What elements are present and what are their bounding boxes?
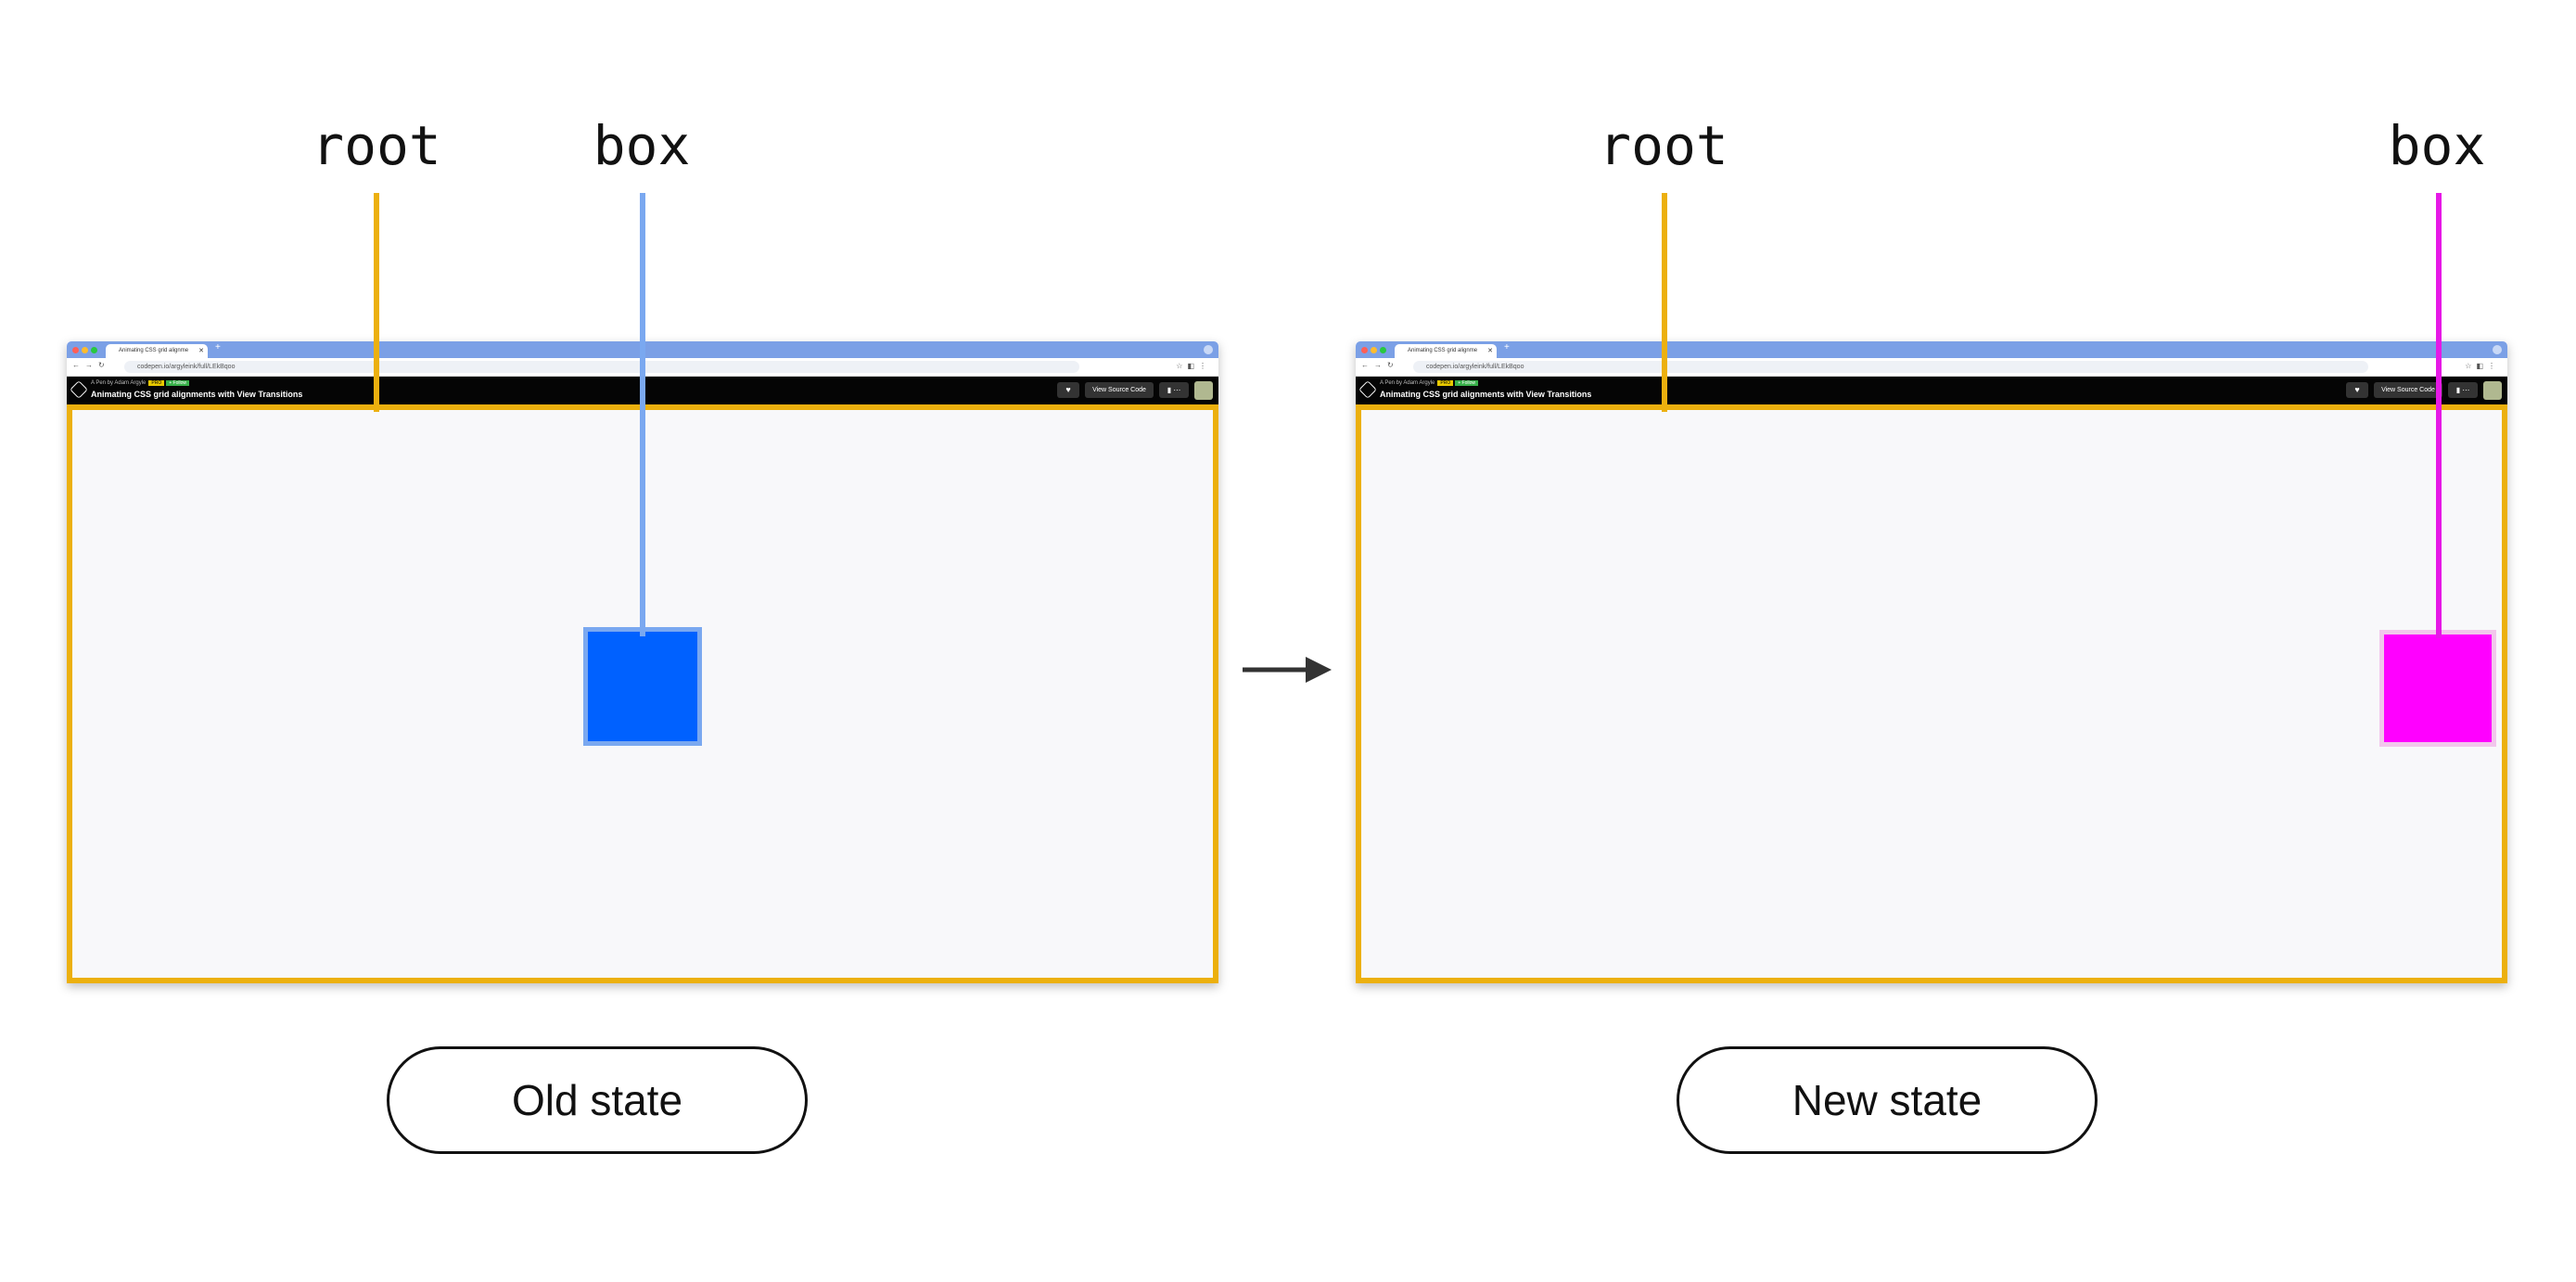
close-dot-icon[interactable]: [72, 347, 79, 353]
old-box-leader-line: [640, 193, 645, 636]
tab-title: Animating CSS grid alignme: [1408, 348, 1478, 353]
avatar[interactable]: [2483, 381, 2502, 400]
old-browser-window: Animating CSS grid alignme ✕ + ←→↻ codep…: [67, 341, 1218, 983]
old-state-label: Old state: [387, 1046, 808, 1154]
new-box-leader-line: [2436, 193, 2442, 638]
maximize-dot-icon[interactable]: [91, 347, 97, 353]
view-source-button[interactable]: View Source Code: [2374, 382, 2442, 398]
maximize-dot-icon[interactable]: [1380, 347, 1386, 353]
tab-strip: Animating CSS grid alignme ✕ +: [1356, 341, 2507, 358]
url-text: codepen.io/argyleink/full/LEkBqoo: [1426, 364, 1524, 370]
pen-title: Animating CSS grid alignments with View …: [1380, 390, 1592, 399]
window-menu-icon[interactable]: [2493, 345, 2502, 354]
nav-buttons-icon[interactable]: ←→↻: [1361, 361, 1399, 369]
heart-icon[interactable]: ♥: [1057, 382, 1079, 398]
new-box-callout: box: [2388, 114, 2486, 177]
pro-badge: PRO: [148, 380, 165, 386]
old-box-square: [583, 627, 702, 746]
new-tab-icon[interactable]: +: [1504, 342, 1510, 353]
follow-button[interactable]: + Follow: [1455, 380, 1478, 386]
new-root-frame: [1356, 404, 2507, 983]
window-menu-icon[interactable]: [1204, 345, 1213, 354]
codepen-logo-icon[interactable]: [70, 380, 88, 399]
tab-title: Animating CSS grid alignme: [119, 348, 189, 353]
browser-tab[interactable]: Animating CSS grid alignme ✕: [106, 344, 208, 358]
new-tab-icon[interactable]: +: [215, 342, 221, 353]
minimize-dot-icon[interactable]: [1371, 347, 1377, 353]
more-menu-icon[interactable]: ▮ ⋯: [2448, 382, 2478, 398]
new-browser-window: Animating CSS grid alignme ✕ + ←→↻ codep…: [1356, 341, 2507, 983]
tab-close-icon[interactable]: ✕: [1487, 348, 1493, 354]
minimize-dot-icon[interactable]: [82, 347, 88, 353]
old-box-callout: box: [593, 114, 691, 177]
address-bar[interactable]: codepen.io/argyleink/full/LEkBqoo: [1413, 361, 2368, 373]
view-source-button[interactable]: View Source Code: [1085, 382, 1154, 398]
browser-toolbar: ←→↻ codepen.io/argyleink/full/LEkBqoo ☆◧…: [1356, 358, 2507, 377]
heart-icon[interactable]: ♥: [2346, 382, 2368, 398]
url-text: codepen.io/argyleink/full/LEkBqoo: [137, 364, 236, 370]
extensions-icon[interactable]: ☆◧⋮: [2465, 362, 2500, 370]
new-root-callout: root: [1599, 114, 1728, 177]
browser-tab[interactable]: Animating CSS grid alignme ✕: [1395, 344, 1497, 358]
new-box-square: [2379, 630, 2496, 747]
avatar[interactable]: [1194, 381, 1213, 400]
address-bar[interactable]: codepen.io/argyleink/full/LEkBqoo: [124, 361, 1079, 373]
new-root-leader-line: [1662, 193, 1667, 412]
pro-badge: PRO: [1437, 380, 1454, 386]
new-state-label: New state: [1677, 1046, 2098, 1154]
pen-title: Animating CSS grid alignments with View …: [91, 390, 303, 399]
close-dot-icon[interactable]: [1361, 347, 1368, 353]
follow-button[interactable]: + Follow: [166, 380, 189, 386]
more-menu-icon[interactable]: ▮ ⋯: [1159, 382, 1189, 398]
old-root-leader-line: [374, 193, 379, 412]
old-root-callout: root: [312, 114, 441, 177]
extensions-icon[interactable]: ☆◧⋮: [1176, 362, 1211, 370]
tab-close-icon[interactable]: ✕: [198, 348, 204, 354]
codepen-logo-icon[interactable]: [1358, 380, 1377, 399]
nav-buttons-icon[interactable]: ←→↻: [72, 361, 110, 369]
transition-arrow-icon: [1243, 657, 1332, 683]
